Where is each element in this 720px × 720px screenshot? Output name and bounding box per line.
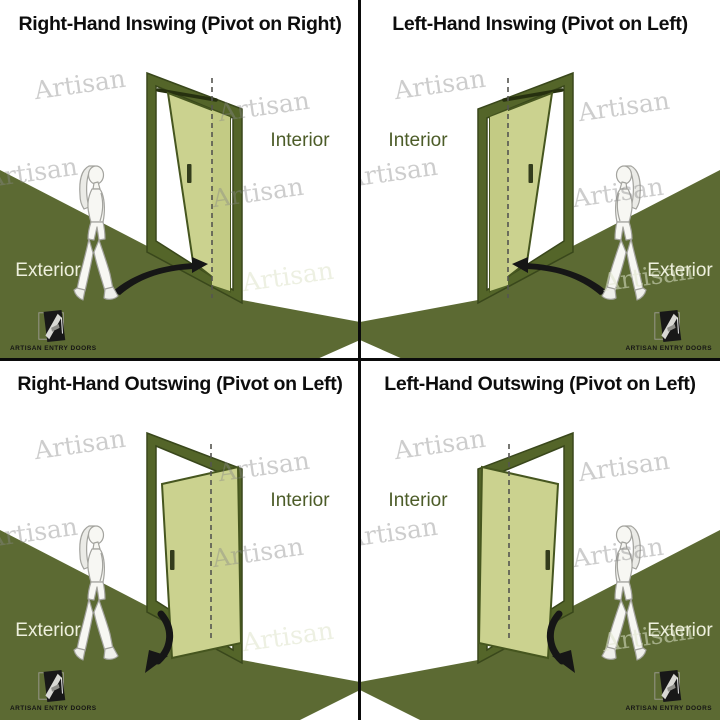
diagram-title: Left-Hand Inswing (Pivot on Left) [392, 13, 688, 35]
exterior-label: Exterior [15, 260, 81, 281]
panel-left-hand-inswing: Left-Hand Inswing (Pivot on Left) Artisa… [360, 0, 720, 360]
exterior-label: Exterior [647, 620, 713, 641]
exterior-label: Exterior [647, 260, 713, 281]
diagram-title: Left-Hand Outswing (Pivot on Left) [384, 373, 696, 395]
interior-label: Interior [270, 490, 330, 511]
panel-left-hand-outswing: Left-Hand Outswing (Pivot on Left) Artis… [360, 360, 720, 720]
diagram-title: Right-Hand Outswing (Pivot on Left) [17, 373, 343, 395]
interior-label: Interior [270, 130, 330, 151]
diagram-title: Right-Hand Inswing (Pivot on Right) [18, 13, 342, 35]
door-swing-illustration [0, 0, 360, 360]
brand-logo: ARTISAN ENTRY DOORS [625, 309, 712, 352]
brand-logo: ARTISAN ENTRY DOORS [10, 669, 97, 712]
interior-label: Interior [388, 130, 448, 151]
artisan-door-logo-icon [38, 669, 67, 703]
brand-name: ARTISAN ENTRY DOORS [10, 705, 97, 712]
brand-logo: ARTISAN ENTRY DOORS [625, 669, 712, 712]
door-swing-illustration [0, 360, 360, 720]
door-swing-illustration [360, 0, 720, 360]
artisan-door-logo-icon [38, 309, 67, 343]
brand-logo: ARTISAN ENTRY DOORS [10, 309, 97, 352]
panel-right-hand-outswing: Right-Hand Outswing (Pivot on Left) Arti… [0, 360, 360, 720]
interior-label: Interior [388, 490, 448, 511]
brand-name: ARTISAN ENTRY DOORS [625, 345, 712, 352]
artisan-door-logo-icon [654, 309, 682, 343]
artisan-door-logo-icon [654, 669, 682, 703]
door-swing-illustration [360, 360, 720, 720]
exterior-label: Exterior [15, 620, 81, 641]
brand-name: ARTISAN ENTRY DOORS [625, 705, 712, 712]
brand-name: ARTISAN ENTRY DOORS [10, 345, 97, 352]
panel-right-hand-inswing: Right-Hand Inswing (Pivot on Right) Arti… [0, 0, 360, 360]
quadrant-divider-horizontal [0, 358, 720, 361]
